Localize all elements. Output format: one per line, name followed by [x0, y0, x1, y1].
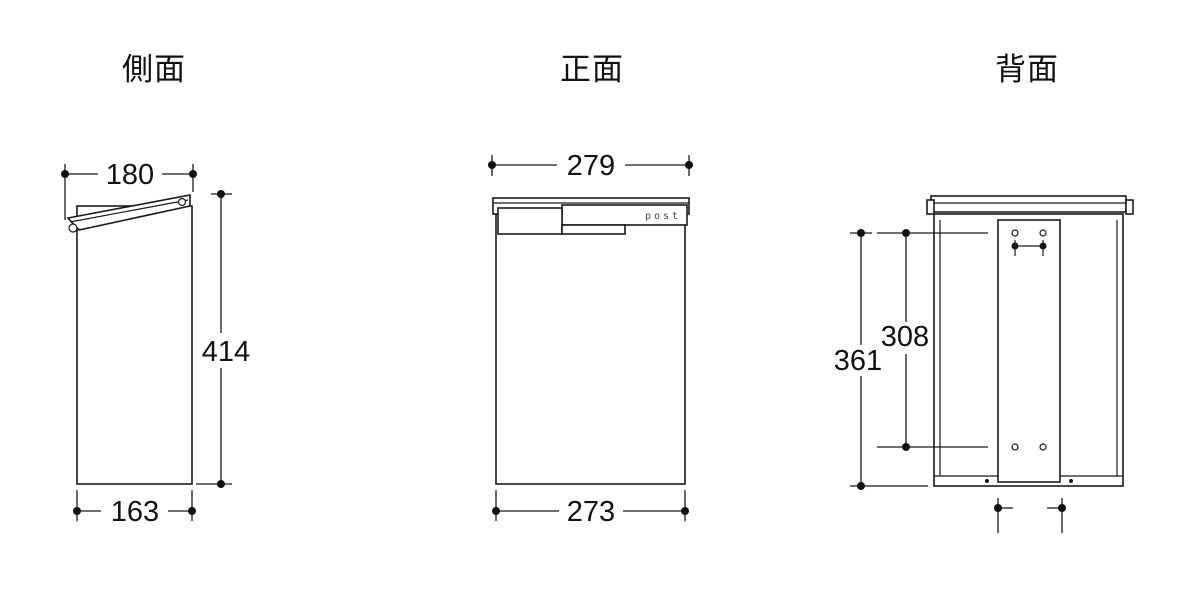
side-dim-bottom-dot-left: [73, 507, 81, 515]
front-body: [495, 213, 686, 485]
side-dim-bottom-dot-right: [188, 507, 196, 515]
side-body: [76, 205, 193, 485]
front-dim-bottom-dot-left: [492, 507, 500, 515]
back-dim-inner-dot-top: [902, 229, 910, 237]
front-view: post 279 273: [488, 150, 693, 528]
front-post-label: post: [645, 211, 681, 222]
front-dim-bottom-label: 273: [567, 496, 615, 528]
back-dim-outer-label: 361: [834, 345, 882, 377]
back-hole-bottom-right: [1039, 443, 1047, 451]
side-dim-bottom-label: 163: [111, 496, 159, 528]
front-dim-top-dot-right: [685, 161, 693, 169]
back-dim-outer-dot-bottom: [857, 482, 865, 490]
back-dim-inner-dot-bottom: [902, 443, 910, 451]
side-dim-height-label: 414: [202, 336, 250, 368]
front-dim-top-dot-left: [488, 161, 496, 169]
back-screw-left: [985, 479, 989, 483]
side-dim-top-label: 180: [106, 159, 154, 191]
front-slot-lower: [561, 224, 626, 235]
back-hole-top-right-1: [1039, 229, 1047, 237]
front-view-title: 正面: [560, 52, 624, 88]
back-dim-spacing-dot-right: [1058, 504, 1066, 512]
back-lid-cap-right: [1125, 199, 1134, 215]
back-dim-inner-label: 308: [881, 321, 929, 353]
side-hinge-right: [177, 197, 187, 207]
back-dim-spacing-dot-left: [994, 504, 1002, 512]
side-dim-top-dot-right: [189, 170, 197, 178]
front-slot-left: [497, 207, 563, 235]
side-dim-top-dot-left: [61, 170, 69, 178]
side-hinge-left: [68, 223, 78, 233]
side-dim-height-dot-top: [217, 190, 225, 198]
back-lid-cap-left: [926, 199, 935, 215]
back-hole-top-left-1: [1011, 229, 1019, 237]
back-view: 308 361: [834, 195, 1134, 533]
side-view-title: 側面: [122, 52, 186, 88]
back-mounting-plate: [997, 219, 1061, 483]
side-dim-height-dot-bottom: [217, 480, 225, 488]
back-dim-outer-dot-top: [857, 229, 865, 237]
side-view: 180 163 414: [61, 159, 250, 528]
back-hole-bottom-left: [1011, 443, 1019, 451]
side-lid-edge: [69, 199, 189, 223]
back-lid: [930, 195, 1127, 213]
front-dim-bottom-dot-right: [681, 507, 689, 515]
back-screw-right: [1069, 479, 1073, 483]
front-dim-top-label: 279: [567, 150, 615, 182]
back-view-title: 背面: [995, 52, 1059, 88]
